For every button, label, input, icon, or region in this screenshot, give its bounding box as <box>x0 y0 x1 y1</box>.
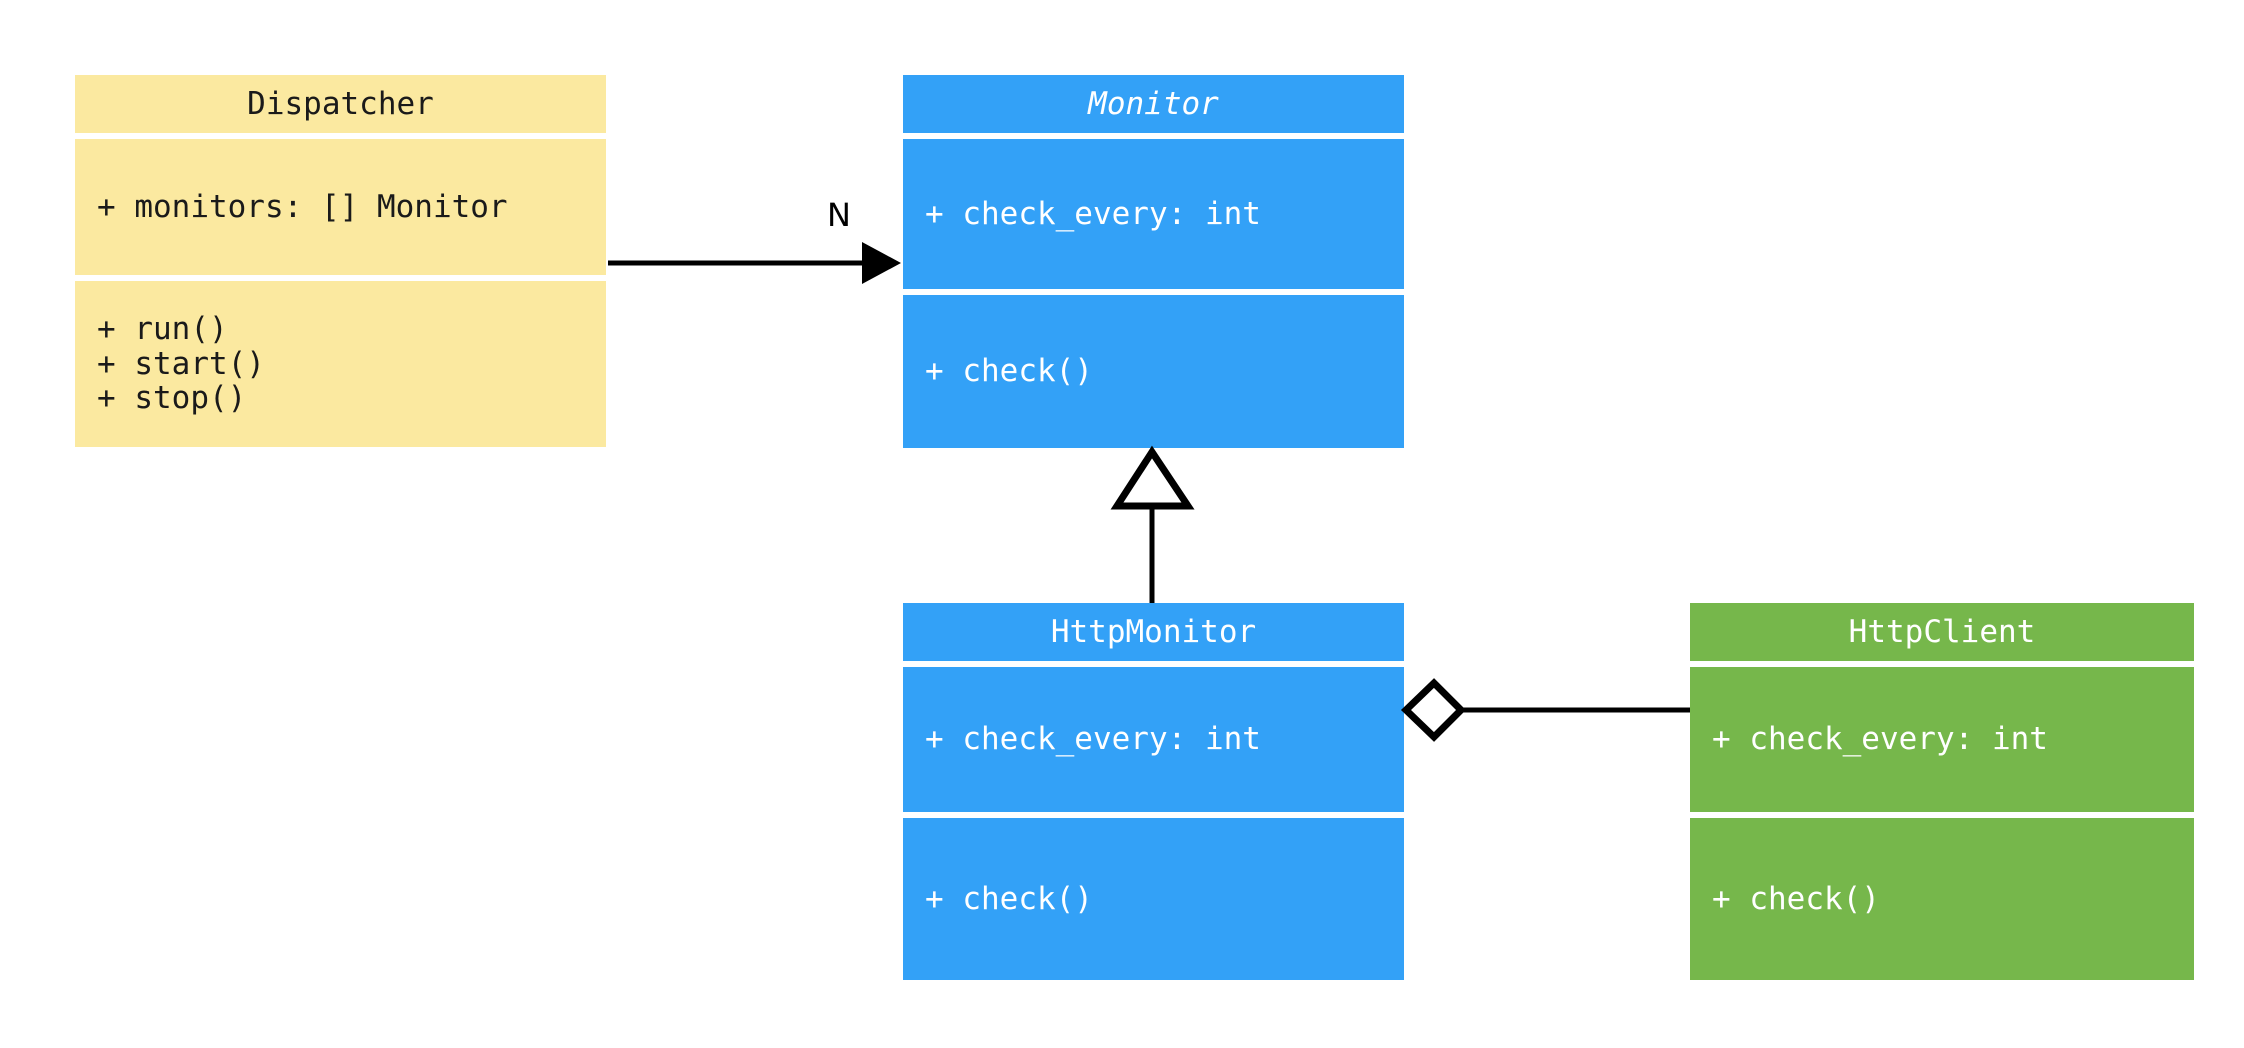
connector-httpmonitor-to-monitor <box>1110 445 1195 603</box>
class-name-httpclient: HttpClient <box>1848 614 2036 650</box>
class-box-httpclient[interactable]: HttpClient + check_every: int + check() <box>1690 603 2194 980</box>
method-item: + check() <box>925 880 1093 917</box>
class-box-dispatcher[interactable]: Dispatcher + monitors: [] Monitor + run(… <box>75 75 606 447</box>
class-methods-compartment: + check() <box>903 295 1404 448</box>
class-title-compartment: HttpMonitor <box>903 603 1404 661</box>
class-title-compartment: Dispatcher <box>75 75 606 133</box>
class-name-httpmonitor: HttpMonitor <box>1050 614 1257 650</box>
class-title-compartment: HttpClient <box>1690 603 2194 661</box>
association-multiplicity-label: N <box>827 196 851 234</box>
attribute-item: + check_every: int <box>925 195 1261 232</box>
class-attributes-compartment: + check_every: int <box>903 667 1404 812</box>
method-item: + start() <box>97 345 265 382</box>
class-attributes-compartment: + check_every: int <box>1690 667 2194 812</box>
class-attributes-compartment: + monitors: [] Monitor <box>75 139 606 275</box>
attribute-item: + check_every: int <box>1712 721 2048 758</box>
connector-httpmonitor-to-httpclient <box>1400 678 1690 742</box>
method-item: + run() <box>97 310 228 347</box>
hollow-diamond-aggregation-icon <box>1400 678 1466 742</box>
method-item: + check() <box>925 353 1093 390</box>
class-box-httpmonitor[interactable]: HttpMonitor + check_every: int + check() <box>903 603 1404 980</box>
class-methods-compartment: + check() <box>903 818 1404 980</box>
hollow-triangle-arrow-head-icon <box>1110 445 1195 510</box>
class-title-compartment: Monitor <box>903 75 1404 133</box>
class-box-monitor[interactable]: Monitor + check_every: int + check() <box>903 75 1404 448</box>
class-name-dispatcher: Dispatcher <box>247 86 434 122</box>
class-methods-compartment: + check() <box>1690 818 2194 980</box>
connector-dispatcher-to-monitor <box>608 242 901 284</box>
attribute-item: + monitors: [] Monitor <box>97 188 508 225</box>
attribute-item: + check_every: int <box>925 721 1261 758</box>
method-item: + check() <box>1712 880 1880 917</box>
filled-arrow-head-icon <box>862 242 901 284</box>
class-methods-compartment: + run() + start() + stop() <box>75 281 606 447</box>
class-attributes-compartment: + check_every: int <box>903 139 1404 289</box>
method-item: + stop() <box>97 380 247 417</box>
class-name-monitor: Monitor <box>1088 86 1219 122</box>
